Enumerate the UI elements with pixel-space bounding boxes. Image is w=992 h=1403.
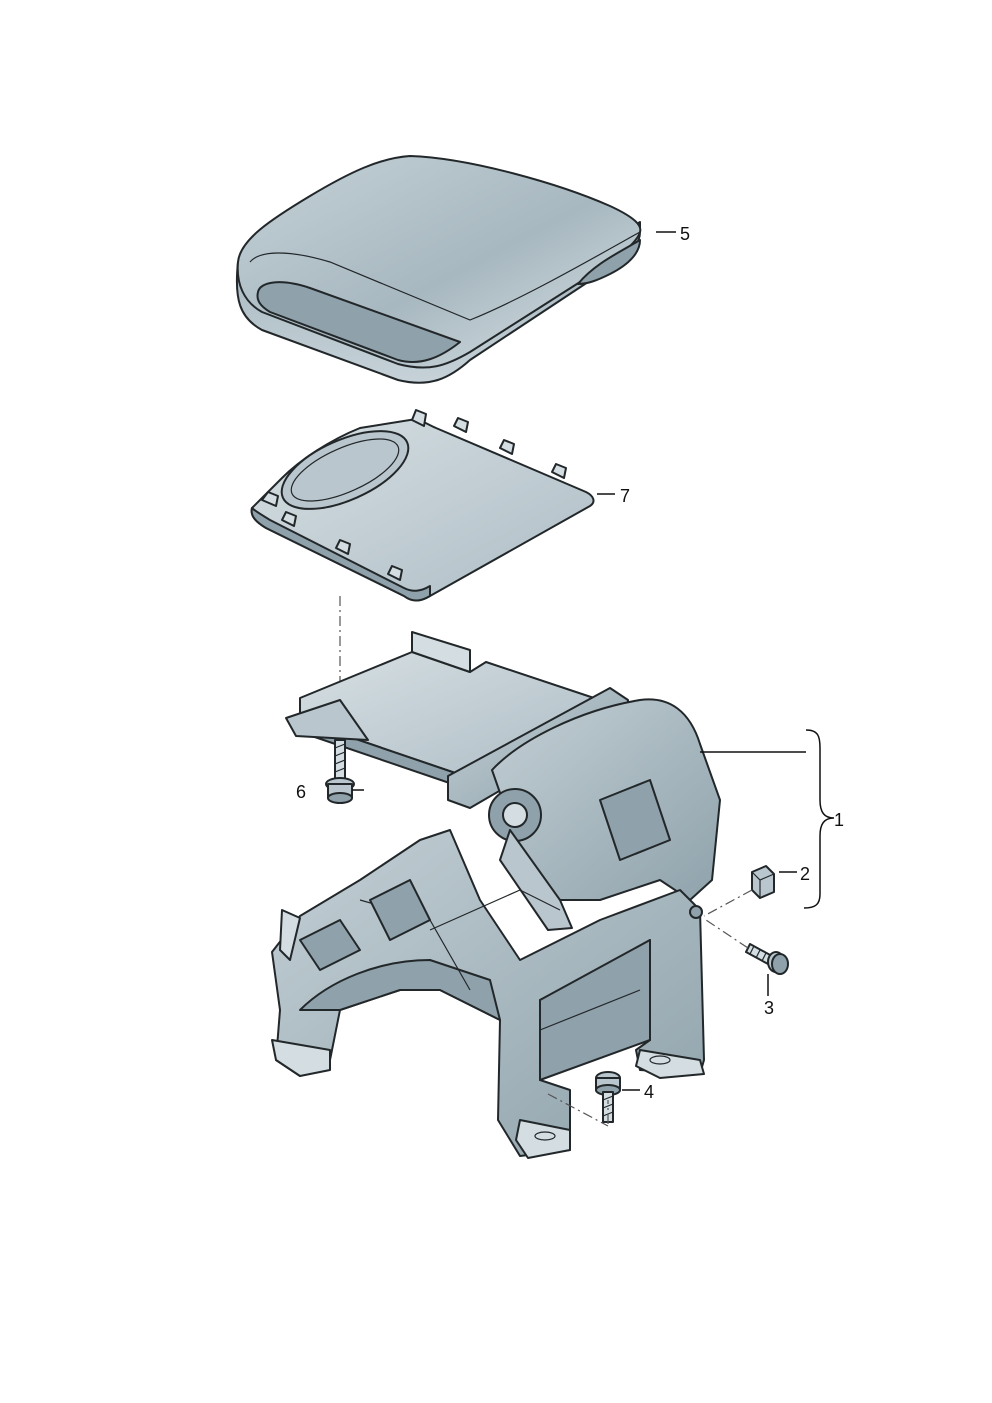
console-bracket-assembly: [271, 631, 721, 1159]
callout-7: 7: [620, 486, 630, 506]
callout-4: 4: [644, 1082, 654, 1102]
callout-2: 2: [800, 864, 810, 884]
clip-nut-part-2: [751, 865, 775, 899]
alignment-line-4: [547, 1093, 609, 1127]
armrest-cushion: [235, 155, 642, 384]
callout-6: 6: [296, 782, 306, 802]
alignment-line-3: [705, 919, 749, 949]
callout-5: 5: [680, 224, 690, 244]
bolt-part-3: [745, 943, 789, 975]
leader-lines: [352, 231, 835, 1091]
screw-part-6: [325, 739, 355, 804]
callout-1: 1: [834, 810, 844, 830]
callout-3: 3: [764, 998, 774, 1018]
alignment-line-2: [703, 889, 753, 917]
armrest-lid-cover: [250, 409, 595, 602]
